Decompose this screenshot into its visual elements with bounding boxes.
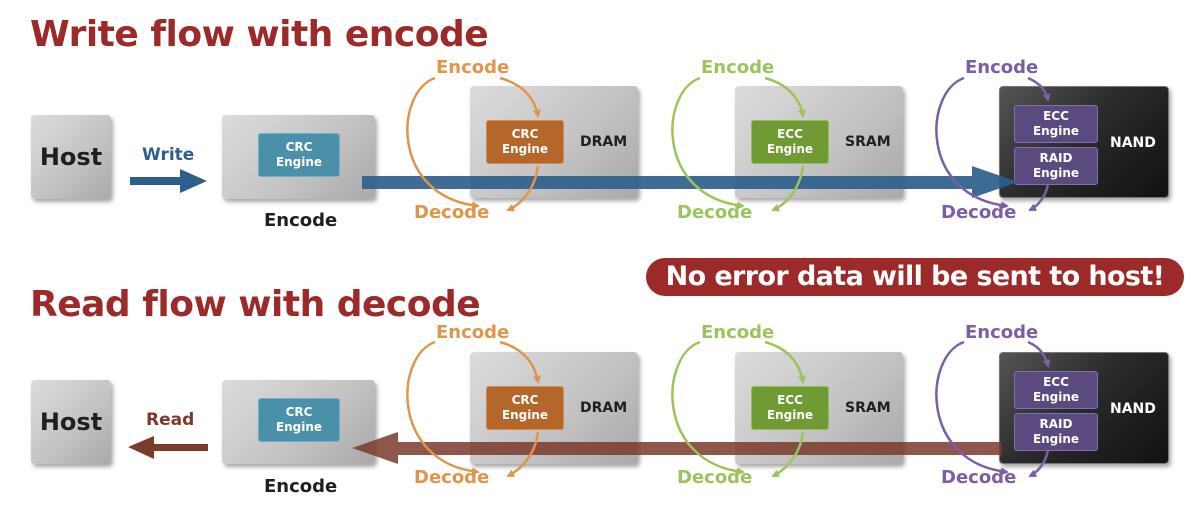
read-sram-ecc-line1: ECC (777, 393, 803, 407)
read-host-label: Host (39, 408, 103, 436)
read-nand-ecc-line1: ECC (1043, 375, 1069, 389)
write-dram-crc-line2: Engine (501, 142, 549, 156)
write-controller-crc-line2: Engine (275, 155, 323, 169)
write-host-label: Host (39, 143, 103, 171)
write-controller-caption: Encode (264, 210, 338, 231)
write-action-label: Write (142, 145, 195, 165)
write-nand-ecc-line2: Engine (1032, 124, 1080, 138)
write-dram-label: DRAM (580, 134, 628, 150)
write-nand-box: ECC Engine RAID Engine NAND (999, 86, 1169, 198)
write-sram-encode-label: Encode (701, 57, 775, 78)
write-dram-cycle (406, 76, 541, 212)
write-nand-raid-line1: RAID (1039, 151, 1073, 165)
read-dram-crc-engine: CRC Engine (486, 386, 564, 430)
read-dram-label: DRAM (580, 400, 628, 416)
write-sram-ecc-engine: ECC Engine (751, 120, 829, 164)
write-nand-label: NAND (1110, 135, 1156, 151)
write-nand-ecc-engine: ECC Engine (1014, 105, 1098, 143)
write-dram-crc-line1: CRC (511, 127, 539, 141)
read-controller-box: CRC Engine (222, 380, 375, 464)
write-dram-decode-label: Decode (414, 202, 490, 223)
read-host-arrow (128, 436, 208, 459)
write-host-arrow (130, 169, 207, 193)
write-nand-raid-engine: RAID Engine (1014, 147, 1098, 185)
read-sram-ecc-line2: Engine (766, 408, 814, 422)
read-nand-raid-line1: RAID (1039, 417, 1073, 431)
write-controller-crc-line1: CRC (285, 140, 313, 154)
read-dram-decode-label: Decode (414, 467, 490, 488)
read-sram-encode-label: Encode (701, 322, 775, 343)
read-nand-ecc-line2: Engine (1032, 390, 1080, 404)
read-nand-ecc-engine: ECC Engine (1014, 371, 1098, 409)
write-sram-decode-label: Decode (677, 202, 753, 223)
write-sram-ecc-line2: Engine (766, 142, 814, 156)
read-sram-ecc-engine: ECC Engine (751, 386, 829, 430)
read-nand-decode-label: Decode (941, 467, 1017, 488)
read-dram-cycle (406, 340, 541, 478)
write-data-path-arrow (362, 166, 1018, 198)
write-sram-ecc-line1: ECC (777, 127, 803, 141)
read-controller-crc-line2: Engine (275, 420, 323, 434)
write-dram-crc-engine: CRC Engine (486, 120, 564, 164)
read-nand-cycle (935, 340, 1051, 478)
read-nand-encode-label: Encode (965, 322, 1039, 343)
read-dram-encode-label: Encode (436, 322, 510, 343)
write-sram-cycle (671, 76, 806, 212)
read-sram-decode-label: Decode (677, 467, 753, 488)
no-error-banner: No error data will be sent to host! (646, 258, 1184, 296)
write-nand-ecc-line1: ECC (1043, 109, 1069, 123)
read-flow-title: Read flow with decode (30, 284, 481, 325)
read-nand-raid-line2: Engine (1032, 432, 1080, 446)
write-flow-title: Write flow with encode (30, 14, 489, 55)
write-host-box: Host (31, 115, 111, 199)
read-host-box: Host (31, 380, 111, 464)
write-controller-box: CRC Engine (222, 115, 375, 199)
write-dram-encode-label: Encode (436, 57, 510, 78)
read-sram-cycle (671, 340, 806, 478)
read-dram-crc-line2: Engine (501, 408, 549, 422)
write-controller-crc-engine: CRC Engine (258, 133, 340, 177)
write-nand-cycle (935, 76, 1051, 212)
read-action-label: Read (146, 410, 195, 430)
read-controller-caption: Encode (264, 476, 338, 497)
read-controller-crc-engine: CRC Engine (258, 398, 340, 442)
write-sram-label: SRAM (845, 134, 891, 150)
read-nand-raid-engine: RAID Engine (1014, 413, 1098, 451)
write-nand-encode-label: Encode (965, 57, 1039, 78)
read-controller-crc-line1: CRC (285, 405, 313, 419)
read-data-path-arrow (352, 432, 1002, 464)
read-nand-box: ECC Engine RAID Engine NAND (999, 352, 1169, 464)
read-sram-label: SRAM (845, 400, 891, 416)
write-nand-decode-label: Decode (941, 202, 1017, 223)
read-dram-crc-line1: CRC (511, 393, 539, 407)
write-nand-raid-line2: Engine (1032, 166, 1080, 180)
read-nand-label: NAND (1110, 401, 1156, 417)
